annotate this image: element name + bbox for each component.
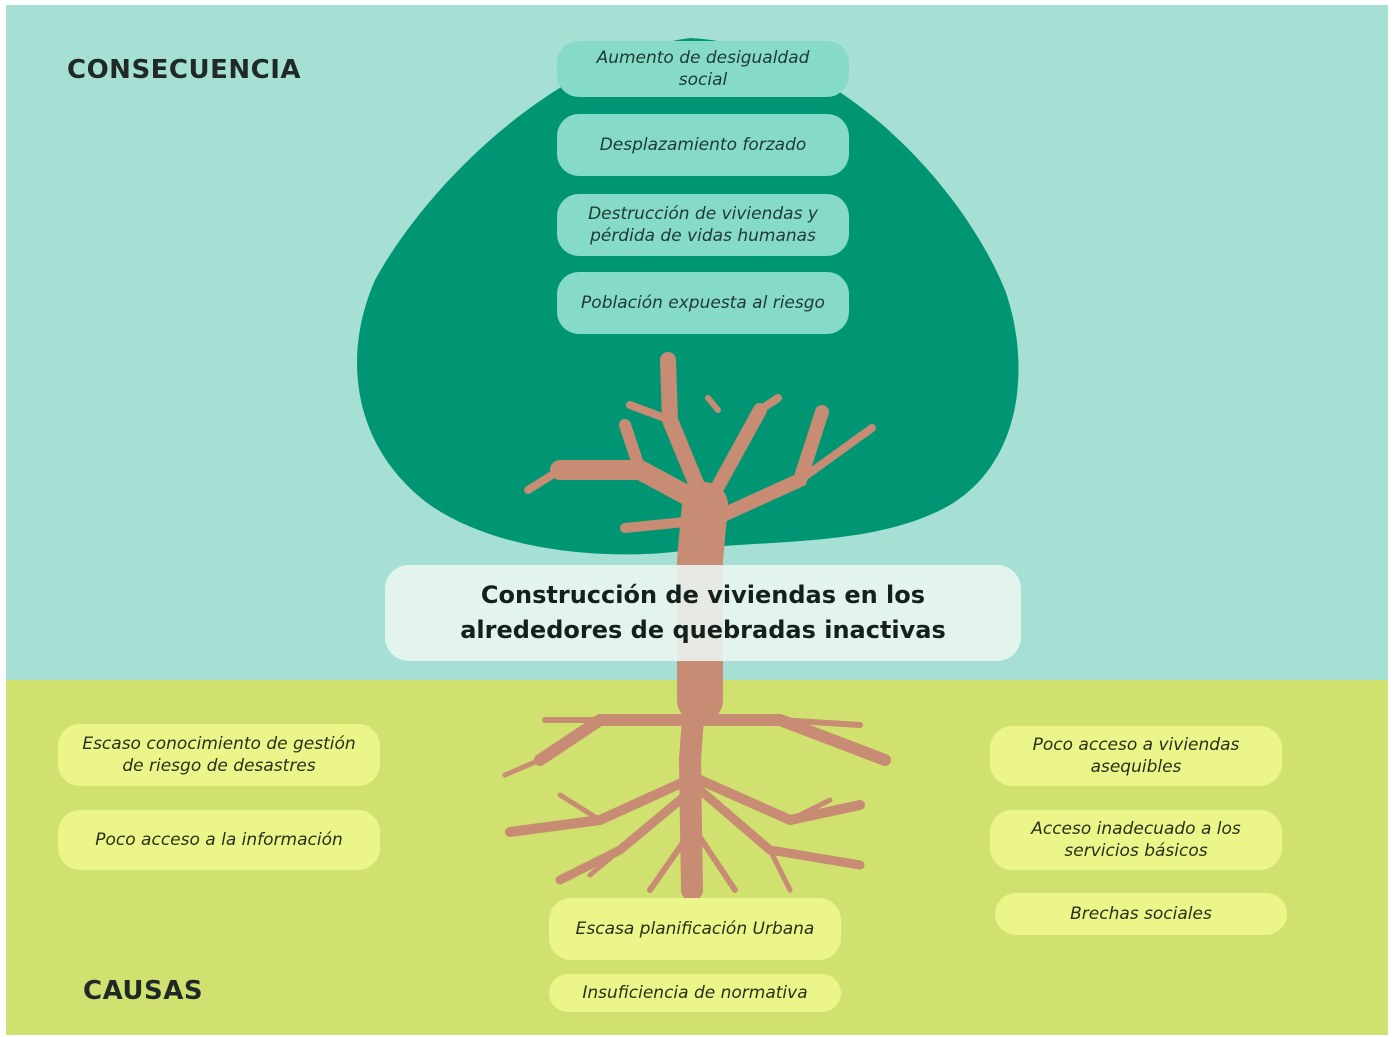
cause-item: Brechas sociales [995, 893, 1287, 935]
cause-item: Acceso inadecuado a los servicios básico… [990, 810, 1282, 870]
tree-roots [502, 679, 891, 901]
cause-item: Escaso conocimiento de gestión de riesgo… [58, 724, 380, 786]
consequence-item: Aumento de desigualdad social [557, 41, 849, 97]
consequence-item: Población expuesta al riesgo [557, 272, 849, 334]
cause-item: Poco acceso a viviendas asequibles [990, 726, 1282, 786]
cause-item: Insuficiencia de normativa [549, 974, 841, 1012]
cause-item: Escasa planificación Urbana [549, 898, 841, 960]
consequence-item: Desplazamiento forzado [557, 114, 849, 176]
central-problem: Construcción de viviendas en los alreded… [385, 565, 1021, 661]
cause-item: Poco acceso a la información [58, 810, 380, 870]
causes-heading: CAUSAS [83, 976, 204, 1006]
consequence-item: Destrucción de viviendas y pérdida de vi… [557, 194, 849, 256]
consequence-heading: CONSECUENCIA [67, 55, 302, 85]
